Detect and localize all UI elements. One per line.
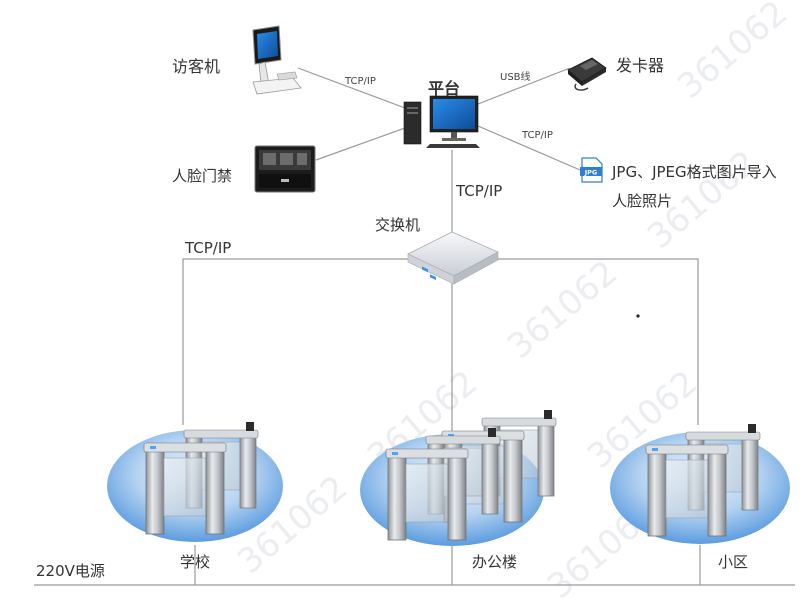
link-label-platform-switch: TCP/IP — [455, 182, 502, 200]
link-face-platform — [315, 127, 406, 161]
link-label-visitor-platform: TCP/IP — [344, 76, 376, 87]
platform-pc-icon — [403, 95, 480, 148]
link-platform-import — [477, 125, 581, 171]
label-office: 办公楼 — [472, 553, 517, 571]
jpg-file-icon: JPG — [580, 157, 603, 183]
turnstile-site-community — [610, 423, 790, 544]
link-label-switch-gates: TCP/IP — [184, 239, 231, 257]
label-switch: 交换机 — [375, 216, 420, 234]
watermark-text: 361062 — [500, 253, 625, 367]
label-community: 小区 — [718, 553, 748, 571]
link-label-platform-import: TCP/IP — [521, 130, 553, 141]
label-card-issuer: 发卡器 — [616, 56, 664, 75]
link-platform-card — [477, 67, 571, 105]
stray-dot — [636, 314, 640, 318]
label-school: 学校 — [180, 553, 210, 571]
jpg-file-icon-label: JPG — [584, 169, 598, 177]
diagram-labels: 访客机 平台 发卡器 人脸门禁 JPG、JPEG格式图片导入 人脸照片 交换机 … — [36, 56, 777, 580]
link-label-usb: USB线 — [500, 70, 531, 83]
network-switch-icon — [407, 231, 499, 285]
face-access-terminal-icon — [254, 145, 316, 193]
label-power: 220V电源 — [36, 562, 105, 580]
label-import-line1: JPG、JPEG格式图片导入 — [611, 163, 777, 181]
label-import-line2: 人脸照片 — [612, 192, 672, 210]
turnstile-site-office — [360, 409, 557, 546]
link-visitor-platform — [297, 67, 406, 109]
card-issuer-icon — [567, 57, 607, 91]
label-platform: 平台 — [428, 79, 460, 98]
visitor-machine-icon — [252, 25, 302, 95]
label-visitor-machine: 访客机 — [172, 57, 220, 76]
label-face-access: 人脸门禁 — [172, 167, 232, 185]
turnstile-site-school — [107, 421, 283, 542]
watermark-text: 361062 — [670, 0, 795, 107]
